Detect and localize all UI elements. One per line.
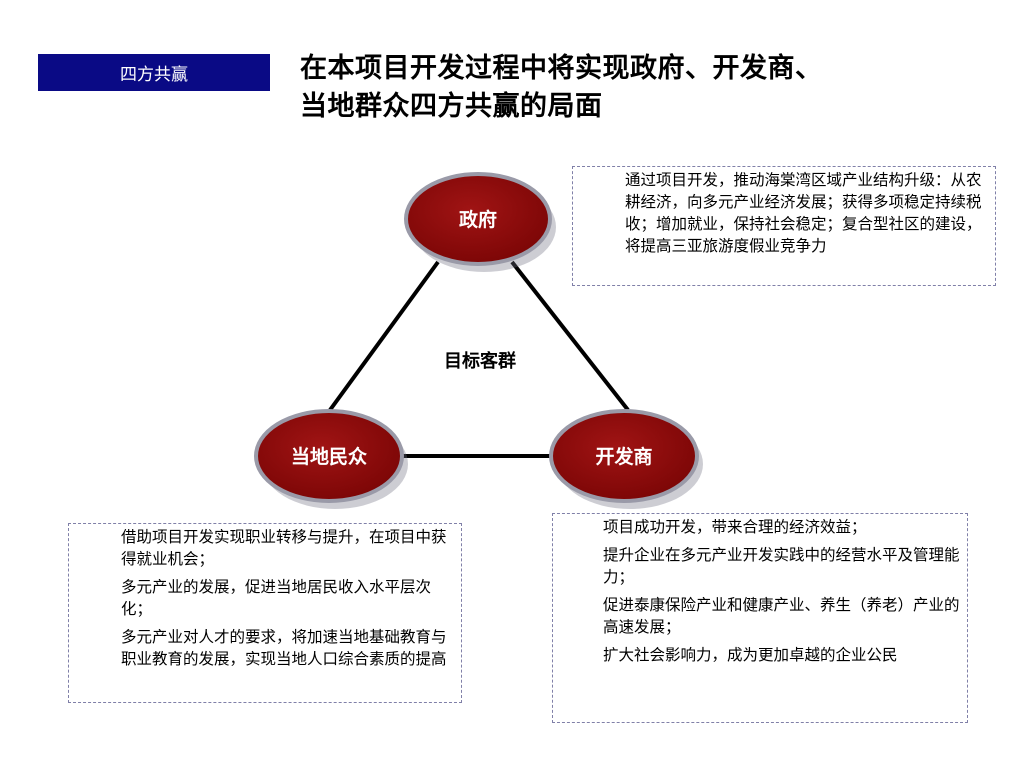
locals-benefit-item: 借助项目开发实现职业转移与提升，在项目中获得就业机会；: [121, 528, 447, 568]
locals-benefit-item: 多元产业的发展，促进当地居民收入水平层次化；: [121, 578, 432, 618]
developer-benefit-item: 促进泰康保险产业和健康产业、养生（养老）产业的高速发展；: [603, 596, 960, 636]
locals-benefits-box: 借助项目开发实现职业转移与提升，在项目中获得就业机会； 多元产业的发展，促进当地…: [68, 523, 462, 703]
edge-government-locals: [328, 260, 440, 412]
edge-government-developer: [510, 260, 630, 412]
node-locals: 当地民众: [254, 409, 408, 509]
developer-benefit-item: 项目成功开发，带来合理的经济效益；: [603, 518, 867, 536]
node-developer: 开发商: [549, 409, 703, 509]
government-benefit-text: 通过项目开发，推动海棠湾区域产业结构升级：从农耕经济，向多元产业经济发展；获得多…: [625, 171, 982, 255]
title-line-1: 在本项目开发过程中将实现政府、开发商、: [300, 53, 823, 84]
locals-benefit-item: 多元产业对人才的要求，将加速当地基础教育与职业教育的发展，实现当地人口综合素质的…: [121, 628, 447, 668]
section-tag: 四方共赢: [38, 54, 270, 91]
developer-benefit-item: 扩大社会影响力，成为更加卓越的企业公民: [603, 646, 898, 664]
government-benefits-box: 通过项目开发，推动海棠湾区域产业结构升级：从农耕经济，向多元产业经济发展；获得多…: [572, 166, 996, 286]
developer-benefit-item: 提升企业在多元产业开发实践中的经营水平及管理能力；: [603, 546, 960, 586]
center-label: 目标客群: [444, 350, 516, 372]
node-government: 政府: [404, 172, 556, 272]
page-title: 在本项目开发过程中将实现政府、开发商、 当地群众四方共赢的局面: [300, 50, 1000, 126]
developer-benefits-box: 项目成功开发，带来合理的经济效益； 提升企业在多元产业开发实践中的经营水平及管理…: [552, 513, 968, 723]
node-government-label: 政府: [459, 208, 497, 231]
node-developer-label: 开发商: [595, 445, 652, 468]
title-line-2: 当地群众四方共赢的局面: [300, 91, 603, 122]
node-locals-label: 当地民众: [291, 445, 367, 468]
